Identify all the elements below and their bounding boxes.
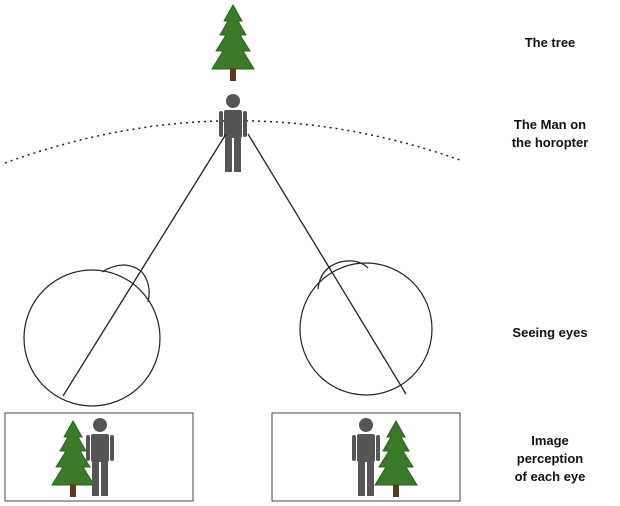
label-image-perception: Image perception of each eye bbox=[490, 432, 610, 486]
right-line-of-sight bbox=[247, 133, 407, 395]
label-line: Image bbox=[531, 433, 569, 448]
person-icon bbox=[219, 94, 247, 172]
right-eye bbox=[299, 260, 433, 396]
label-line: perception bbox=[516, 451, 584, 466]
label-seeing-eyes: Seeing eyes bbox=[512, 325, 588, 340]
label-line: The Man on bbox=[513, 117, 587, 132]
label-the-tree: The tree bbox=[524, 35, 576, 50]
label-line: the horopter bbox=[511, 135, 589, 150]
left-eye-image-box bbox=[4, 412, 194, 502]
pine-tree-icon bbox=[211, 4, 255, 82]
right-eye-image-box bbox=[271, 412, 461, 502]
left-eye bbox=[23, 264, 161, 407]
label-line: of each eye bbox=[514, 469, 586, 484]
left-line-of-sight bbox=[62, 133, 227, 397]
label-man-on-horopter: The Man on the horopter bbox=[490, 116, 610, 152]
